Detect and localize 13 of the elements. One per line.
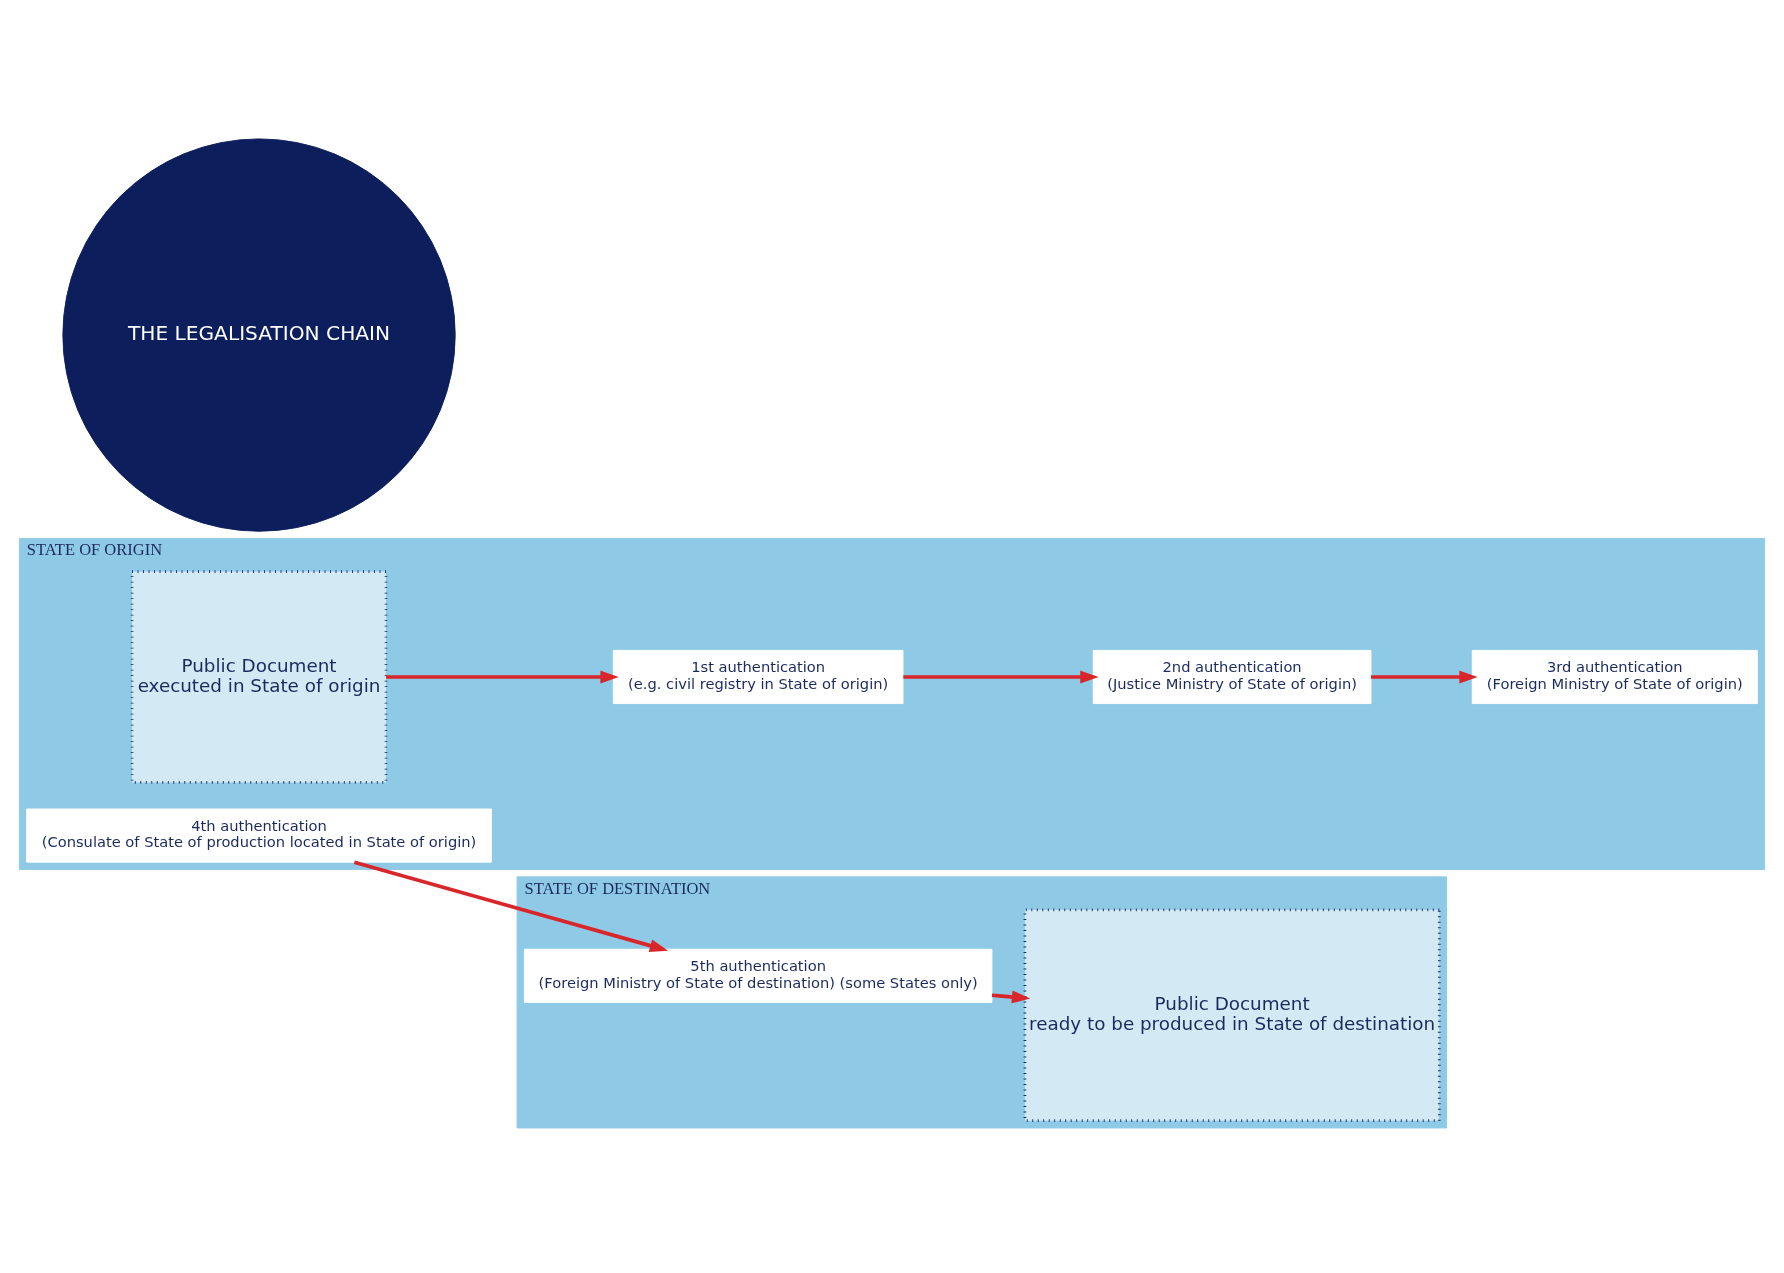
arrow xyxy=(1371,670,1478,683)
node-box: 4th authentication (Consulate of State of production located in State of origin) xyxy=(26,808,492,863)
node-circle: THE LEGALISATION CHAIN xyxy=(62,137,456,532)
arrow xyxy=(386,670,619,683)
node-box: Public Document executed in State of origin xyxy=(130,569,388,784)
arrow xyxy=(991,990,1031,1003)
node-box: 2nd authentication (Justice Ministry of State of origin) xyxy=(1092,649,1372,704)
node-box: 3rd authentication (Foreign Ministry of State of origin) xyxy=(1471,649,1758,704)
arrow xyxy=(903,670,1099,683)
node-box: 5th authentication (Foreign Ministry of State of destination) (some States only) xyxy=(523,948,993,1003)
node-box: 1st authentication (e.g. civil registry in State of origin) xyxy=(612,649,904,704)
node-box: Public Document ready to be produced in State of destination xyxy=(1023,907,1441,1122)
arrow xyxy=(353,859,669,952)
